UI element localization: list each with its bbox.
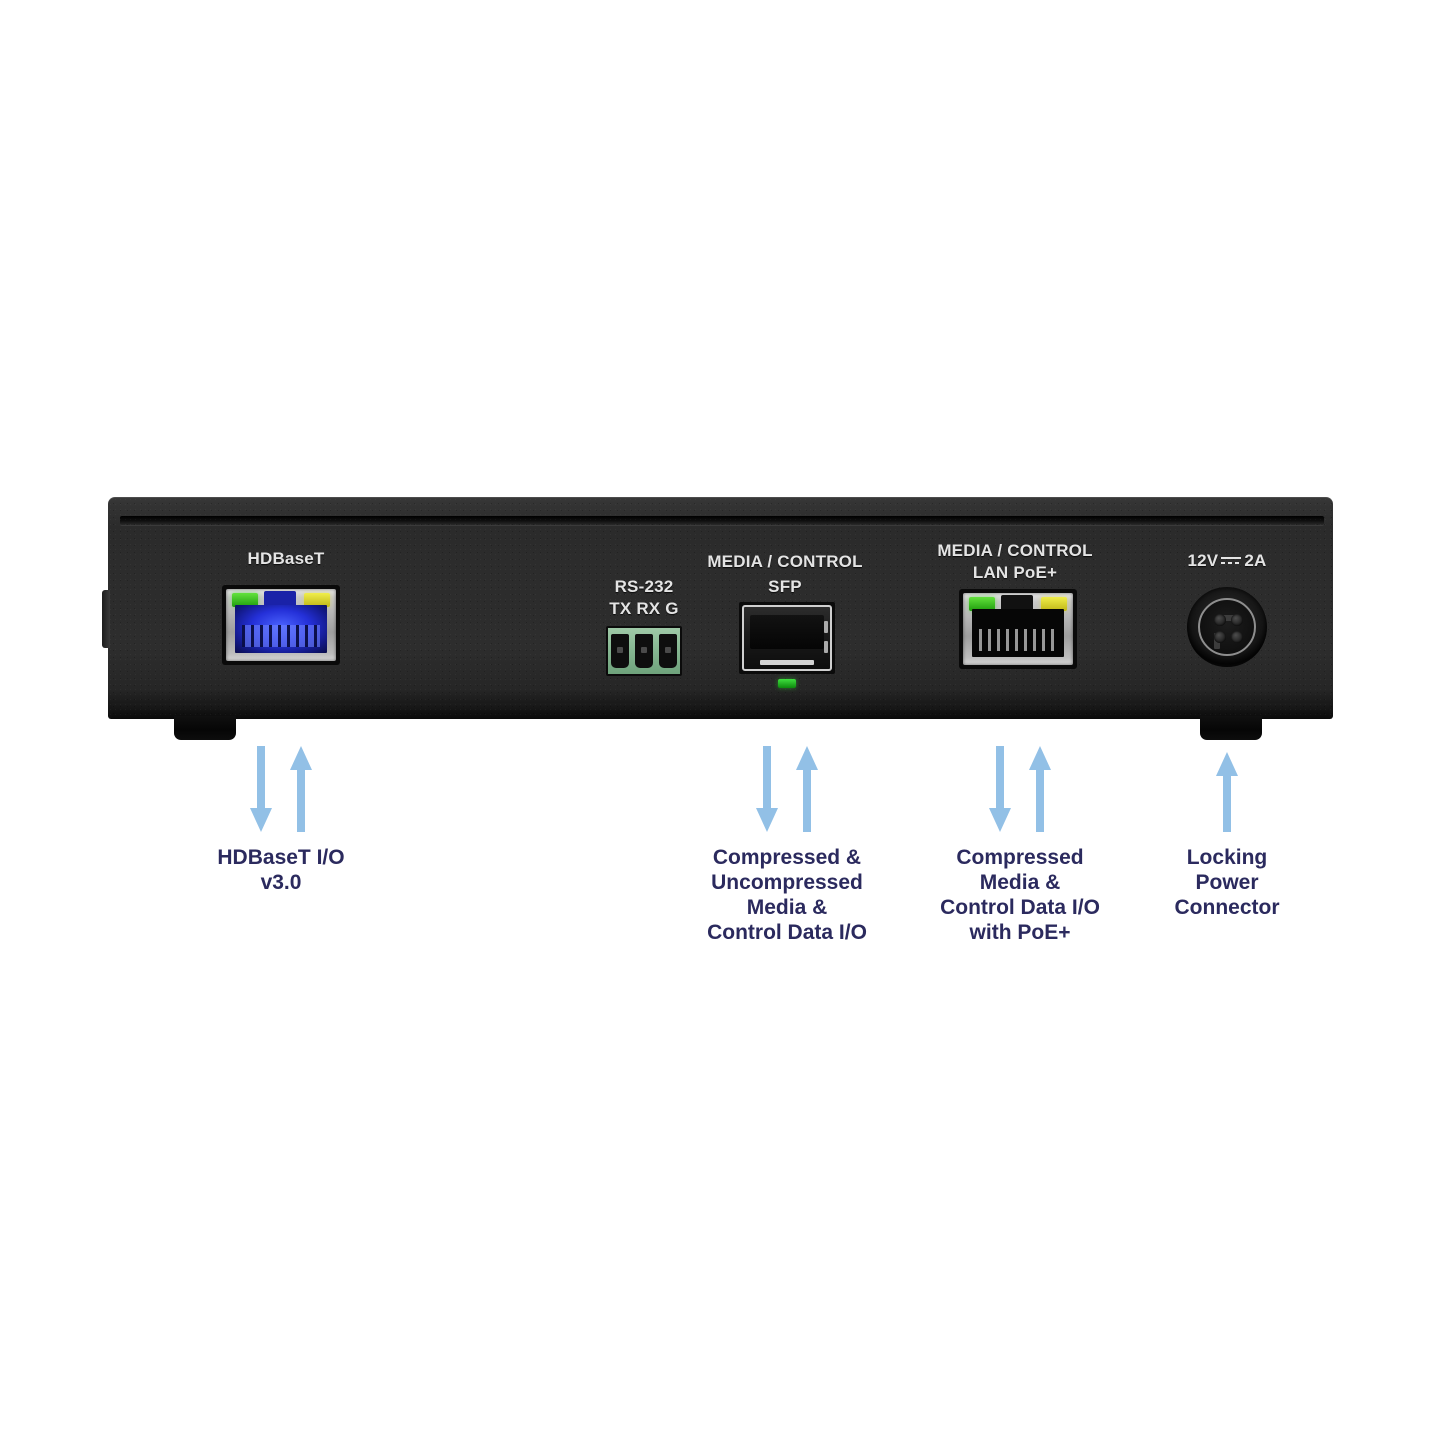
rj45-shield: [963, 593, 1073, 665]
rs232-pin-tx: [611, 634, 629, 668]
hdbaset-rj45-port[interactable]: [222, 585, 340, 665]
arrow-up-icon: [796, 746, 818, 832]
arrow-down-icon: [989, 746, 1011, 832]
power-connector-key-top: [1219, 615, 1235, 621]
device-chassis: [102, 497, 1333, 719]
sfp-sub-label: SFP: [768, 577, 802, 596]
arrow-down-icon: [756, 746, 778, 832]
hdbaset-led-green-icon: [232, 593, 258, 607]
arrow-down-icon: [250, 746, 272, 832]
hdbaset-led-yellow-icon: [304, 593, 330, 607]
callout-label-locking-power: Locking Power Connector: [1174, 846, 1280, 919]
chassis-foot-right: [1200, 716, 1262, 740]
chassis-side-tab: [102, 590, 110, 648]
callout-arrows-locking-power: [1205, 752, 1249, 832]
callout-arrows-hdbaset-io: [231, 746, 331, 832]
rs232-pin-gnd: [659, 634, 677, 668]
locking-power-connector-port[interactable]: [1187, 587, 1267, 667]
power-voltage-text: 12V: [1187, 551, 1219, 570]
power-rating-label: 12V 2A: [1147, 551, 1307, 571]
lan-sub-label: LAN PoE+: [972, 563, 1058, 582]
callout-label-sfp-media: Compressed & Uncompressed Media & Contro…: [707, 846, 867, 944]
callout-label-hdbaset-io: HDBaseT I/O v3.0: [217, 846, 345, 894]
power-pin-3: [1214, 631, 1226, 643]
rs232-pin-label: TX RX G: [609, 599, 679, 618]
power-current-text: 2A: [1244, 551, 1267, 570]
sfp-notch-lower: [824, 641, 828, 653]
rj45-contacts: [242, 625, 320, 647]
power-pin-4: [1231, 631, 1243, 643]
lan-poe-rj45-port[interactable]: [959, 589, 1077, 669]
lan-led-yellow-icon: [1041, 597, 1067, 611]
arrow-up-icon: [1216, 752, 1238, 832]
rs232-pin-rx: [635, 634, 653, 668]
sfp-notch-upper: [824, 621, 828, 633]
power-pin-1: [1214, 614, 1226, 626]
sfp-title-label: MEDIA / CONTROL: [707, 552, 863, 571]
sfp-slot: [750, 615, 824, 649]
callout-label-lan-media: Compressed Media & Control Data I/O with…: [940, 846, 1100, 944]
power-pin-2: [1231, 614, 1243, 626]
chassis-bottom-lip: [112, 703, 1329, 719]
rj45-contacts: [979, 629, 1057, 651]
lan-title-label: MEDIA / CONTROL: [937, 541, 1093, 560]
lan-led-green-icon: [969, 597, 995, 611]
sfp-bottom-bar: [760, 660, 814, 665]
rs232-terminal-block[interactable]: [606, 626, 682, 676]
hdbaset-port-label: HDBaseT: [247, 549, 325, 568]
chassis-foot-left: [174, 716, 236, 740]
arrow-up-icon: [290, 746, 312, 832]
dc-current-icon: [1221, 555, 1242, 567]
chassis-top-groove: [120, 516, 1324, 525]
sfp-status-led-icon: [778, 679, 796, 688]
sfp-cage-port[interactable]: [739, 602, 835, 674]
power-connector-ring: [1198, 598, 1256, 656]
callout-arrows-sfp-media: [737, 746, 837, 832]
arrow-up-icon: [1029, 746, 1051, 832]
callout-arrows-lan-media: [970, 746, 1070, 832]
rs232-title-label: RS-232: [614, 577, 674, 596]
sfp-cage-inner: [742, 605, 832, 671]
rj45-shield: [226, 589, 336, 661]
